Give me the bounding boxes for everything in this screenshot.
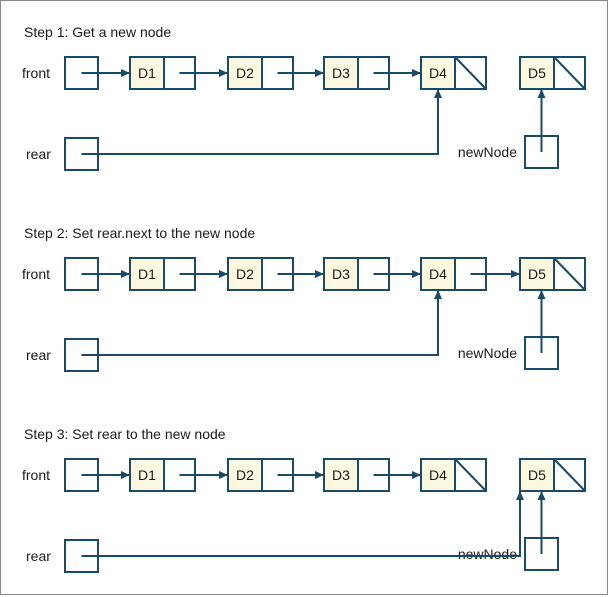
front-label: front (22, 467, 50, 483)
node-d5: D5 (519, 257, 586, 291)
newnode-label: newNode (458, 345, 517, 361)
newnode-label: newNode (458, 546, 517, 562)
d4-null-slash (454, 56, 487, 90)
node-d5: D5 (519, 56, 586, 90)
step-3: Step 3: Set rear to the new node front rea… (22, 426, 586, 573)
d5-null-slash (553, 458, 586, 492)
node-label: D4 (429, 467, 447, 483)
node-label: D2 (236, 266, 254, 282)
rear-label: rear (26, 548, 51, 564)
node-d4: D4 (420, 56, 487, 90)
d5-null-slash (553, 257, 586, 291)
step-title: Step 2: Set rear.next to the new node (24, 225, 255, 241)
node-label: D3 (332, 467, 350, 483)
rear-arrow (81, 89, 442, 155)
node-label: D5 (528, 266, 546, 282)
node-d1: D1 (129, 56, 196, 90)
d5-null-slash (553, 56, 586, 90)
node-label: D5 (528, 467, 546, 483)
front-label: front (22, 65, 50, 81)
node-label: D4 (429, 65, 447, 81)
newnode-label: newNode (458, 144, 517, 160)
node-label: D5 (528, 65, 546, 81)
node-label: D4 (429, 266, 447, 282)
node-label: D3 (332, 65, 350, 81)
rear-arrow (81, 491, 524, 557)
node-data-cell (519, 257, 555, 291)
front-label: front (22, 266, 50, 282)
step-title: Step 3: Set rear to the new node (24, 426, 226, 442)
d4-null-slash (454, 458, 487, 492)
rear-label: rear (26, 347, 51, 363)
rear-arrow (81, 290, 442, 356)
rear-label: rear (26, 146, 51, 162)
node-label: D2 (236, 65, 254, 81)
step-1: Step 1: Get a new node front rear D1 D2 D3 D4 D… (22, 24, 586, 171)
node-label: D1 (138, 266, 156, 282)
step-title: Step 1: Get a new node (24, 24, 171, 40)
node-data-cell (323, 257, 359, 291)
node-d5: D5 (519, 458, 586, 492)
step-2: Step 2: Set rear.next to the new node fro… (22, 225, 586, 372)
node-label: D1 (138, 65, 156, 81)
node-label: D2 (236, 467, 254, 483)
node-d4: D4 (420, 458, 487, 492)
node-data-cell (519, 458, 555, 492)
node-data-cell (129, 257, 165, 291)
node-label: D1 (138, 467, 156, 483)
node-label: D3 (332, 266, 350, 282)
